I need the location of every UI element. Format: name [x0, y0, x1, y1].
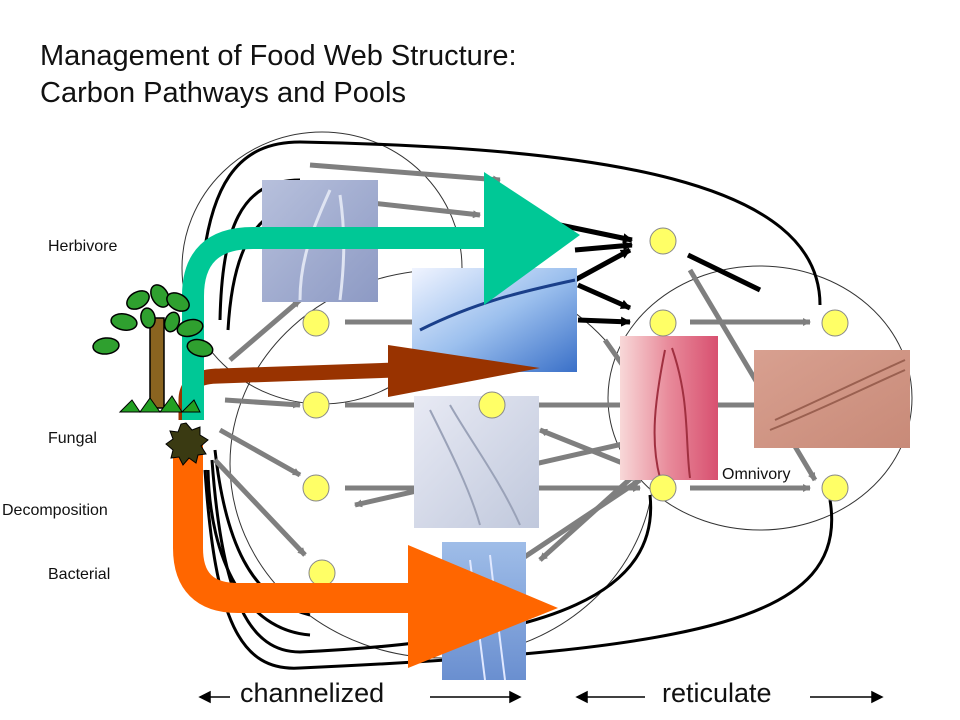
title-line-2: Carbon Pathways and Pools — [40, 77, 406, 109]
node-fungal-feeder — [302, 391, 330, 419]
predator-nematode-image-tan — [754, 350, 910, 448]
node-omni-3 — [649, 474, 677, 502]
tree-icon — [92, 284, 214, 413]
detritus-icon — [165, 422, 209, 466]
omnivory-label: Omnivory — [720, 466, 793, 484]
reticulate-label: reticulate — [662, 678, 772, 708]
node-omni-top — [821, 309, 849, 337]
herbivore-label: Herbivore — [48, 238, 118, 255]
food-web-nodes — [302, 227, 849, 587]
decomposition-label: Decomposition — [2, 502, 108, 519]
predator-nematode-image-pink — [620, 336, 718, 480]
node-herbivore-prey — [302, 309, 330, 337]
node-decomposer — [302, 474, 330, 502]
fungivore-nematode-image — [414, 396, 539, 528]
herbivore-channel-arrow — [182, 172, 580, 420]
bacterial-label: Bacterial — [48, 566, 111, 583]
fungal-label: Fungal — [48, 430, 97, 447]
title-line-1: Management of Food Web Structure: — [40, 40, 517, 72]
node-mid-1 — [478, 391, 506, 419]
node-omni-bottom — [821, 474, 849, 502]
channelized-label: channelized — [240, 678, 385, 708]
black-trophic-links — [559, 222, 762, 327]
node-omni-1 — [649, 309, 677, 337]
omnivory-group-circle — [607, 265, 913, 531]
node-bacterial-feeder — [308, 559, 336, 587]
bacterial-channel-arrow — [173, 440, 558, 668]
channelized-reticulate-axis-arrows — [198, 690, 884, 704]
node-top-predator — [649, 227, 677, 255]
